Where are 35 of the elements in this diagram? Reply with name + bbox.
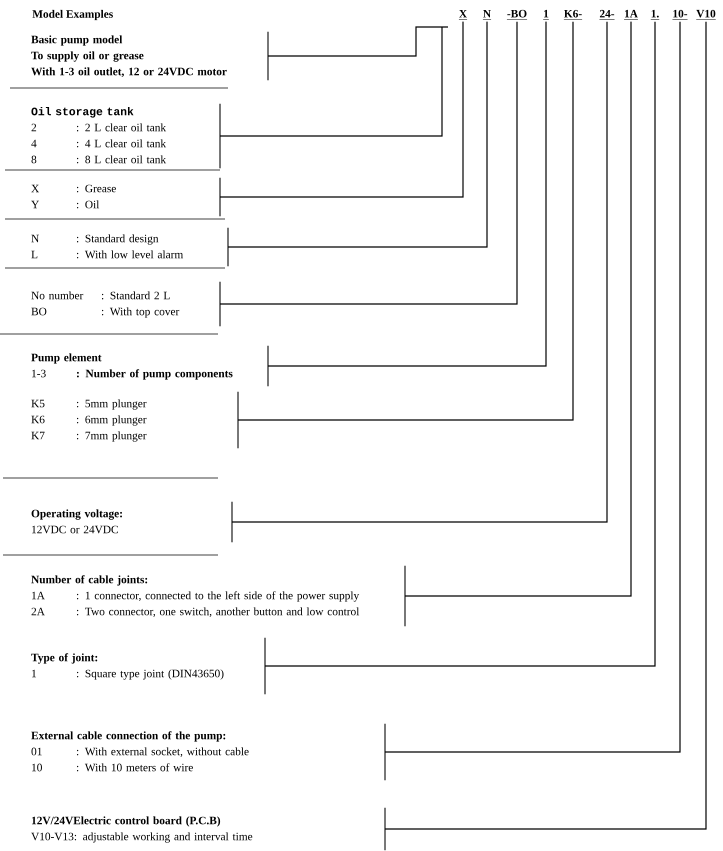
model-code: V10	[696, 10, 716, 20]
leader-line	[228, 22, 488, 248]
model-code: 10-	[672, 10, 688, 20]
model-code: 1	[542, 10, 550, 20]
bracketed-description: Number of cable joints: 1A : 1 connector, connected to the left side of the power supply 2A : Two connector, one switch, another button and low control	[31, 566, 406, 626]
bracketed-description: K5 : 5mm plunger K6 : 6mm plunger K7 : 7mm plunger	[31, 392, 239, 448]
model-code: 24-	[599, 10, 615, 20]
model-code: X	[458, 10, 468, 20]
leader-line	[220, 22, 464, 198]
title-text: Model Examples	[32, 10, 113, 20]
leader-line	[405, 22, 632, 597]
bracketed-description: Pump element 1-3 : Number of pump components	[31, 346, 269, 386]
leader-line	[232, 22, 608, 523]
bracketed-description: Operating voltage: 12VDC or 24VDC	[32, 502, 233, 542]
bracketed-description: N : Standard design L : With low level alarm	[31, 228, 229, 266]
leader-line	[385, 22, 681, 753]
bracketed-description: Basic pump model To supply oil or grease With 1-3 oil outlet, 12 or 24VDC motor	[31, 32, 269, 80]
model-code: 1A	[624, 10, 638, 20]
leader-line	[385, 22, 707, 830]
model-code: -BO	[506, 10, 528, 20]
bracketed-description: X : Grease Y : Oil	[31, 178, 221, 216]
model-code: N	[482, 10, 492, 20]
bracketed-description: No number : Standard 2 L BO : With top cover	[31, 282, 221, 326]
leader-line	[238, 22, 574, 421]
leader-line	[220, 27, 443, 137]
model-code: 1.	[650, 10, 660, 20]
bracketed-description: Oil storage tank 2 : 2 L clear oil tank 4 : 4 L clear oil tank 8 : 8 L clear oil tank	[31, 104, 221, 168]
bracketed-description: External cable connection of the pump: 01 : With external socket, without cable 10 : With 10 meters of wire	[31, 724, 386, 780]
leader-line	[268, 22, 547, 367]
bracketed-description: 12V/24VElectric control board (P.C.B) V10-V13: adjustable working and interval time	[31, 808, 386, 850]
leader-line	[265, 22, 656, 667]
model-code: K6-	[564, 10, 582, 20]
bracketed-description: Type of joint: 1 : Square type joint (DIN43650)	[31, 638, 266, 694]
leader-line	[268, 26, 448, 57]
leader-line	[220, 22, 518, 305]
